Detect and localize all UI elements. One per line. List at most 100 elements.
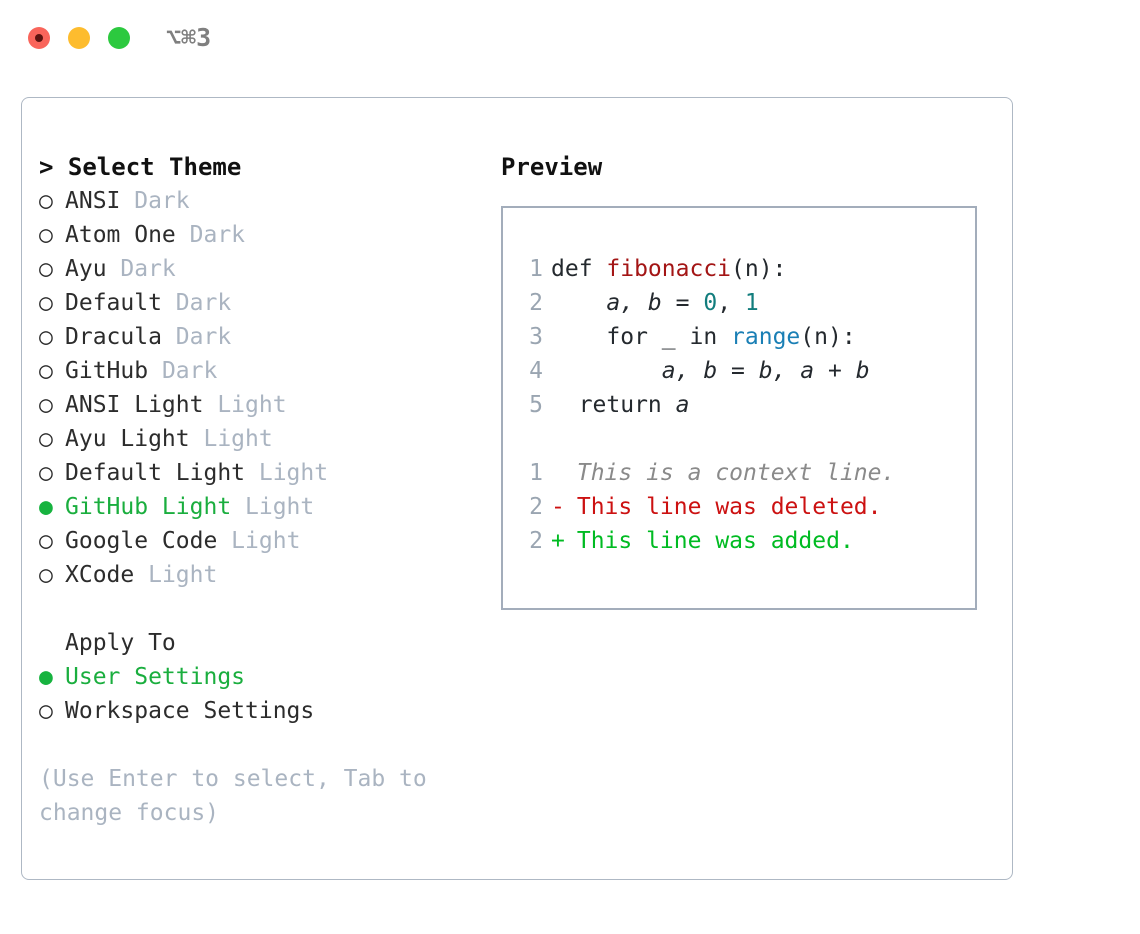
code-diff-spacer [503, 422, 975, 456]
theme-list: ○ANSI Dark○Atom One Dark○Ayu Dark○Defaul… [39, 184, 489, 592]
theme-option-github[interactable]: ○GitHub Dark [39, 354, 489, 388]
theme-option-tag: Light [231, 494, 315, 520]
theme-option-default-light[interactable]: ○ Default Light Light [39, 456, 489, 490]
theme-option-google-code[interactable]: ○ Google Code Light [39, 524, 489, 558]
radio-unselected-icon: ○ [39, 698, 53, 724]
code-token [551, 290, 606, 316]
code-token: def [551, 256, 607, 282]
main-panel: > Select Theme ○ANSI Dark○Atom One Dark○… [21, 97, 1013, 880]
code-token: = [675, 290, 704, 316]
theme-option-label: Default [65, 290, 162, 316]
apply-to-section: Apply To ● User Settings ○ Workspace Settin… [39, 626, 489, 728]
theme-option-tag: Light [245, 460, 329, 486]
select-theme-header: > Select Theme [39, 153, 242, 181]
theme-option-ansi-light[interactable]: ○ANSI Light Light [39, 388, 489, 422]
title-bar: ⌥⌘3 [0, 0, 1140, 78]
theme-option-ansi[interactable]: ○ANSI Dark [39, 184, 489, 218]
code-token: for [551, 324, 662, 350]
code-line-number: 3 [529, 324, 543, 350]
radio-unselected-icon: ○ [39, 528, 53, 554]
theme-option-tag: Light [217, 528, 301, 554]
theme-option-label: XCode [65, 562, 135, 588]
diff-sample: 1 This is a context line.2- This line wa… [503, 456, 975, 558]
diff-text: This is a context line. [563, 460, 896, 486]
theme-option-label: Default Light [65, 460, 246, 486]
theme-option-tag: Light [134, 562, 218, 588]
theme-option-tag: Dark [161, 290, 232, 316]
theme-option-tag: Dark [120, 188, 190, 214]
apply-to-option-user-settings[interactable]: ● User Settings [39, 660, 489, 694]
diff-sign: + [551, 528, 565, 554]
radio-unselected-icon: ○ [39, 392, 53, 418]
code-token: + [827, 358, 856, 384]
diff-sign: - [551, 494, 565, 520]
radio-unselected-icon: ○ [39, 222, 53, 248]
code-token: in [689, 324, 732, 350]
code-line-number: 5 [529, 392, 543, 418]
apply-to-option-workspace-settings[interactable]: ○ Workspace Settings [39, 694, 489, 728]
theme-option-ayu-light[interactable]: ○Ayu Light Light [39, 422, 489, 456]
diff-line: 1 This is a context line. [503, 456, 975, 490]
code-line: 3 for _ in range(n): [503, 320, 975, 354]
theme-option-ayu[interactable]: ○Ayu Dark [39, 252, 489, 286]
radio-selected-icon: ● [39, 494, 53, 520]
theme-option-label: Google Code [65, 528, 218, 554]
code-token: , [717, 290, 745, 316]
theme-option-xcode[interactable]: ○ XCode Light [39, 558, 489, 592]
close-window-button[interactable] [28, 27, 50, 49]
code-line-number: 2 [529, 290, 543, 316]
theme-option-default[interactable]: ○Default Dark [39, 286, 489, 320]
theme-option-label: Ayu [65, 256, 107, 282]
code-line: 4 a, b = b, a + b [503, 354, 975, 388]
theme-picker-column: > Select Theme ○ANSI Dark○Atom One Dark○… [39, 150, 489, 830]
code-line-number: 4 [529, 358, 543, 384]
theme-option-github-light[interactable]: ● GitHub Light Light [39, 490, 489, 524]
diff-line: 2+ This line was added. [503, 524, 975, 558]
code-token: b, a [758, 358, 828, 384]
diff-line-number: 2 [529, 494, 543, 520]
code-token: 1 [744, 290, 759, 316]
code-token: 0 [703, 290, 718, 316]
code-token: a, b [661, 358, 732, 384]
apply-to-option-label: User Settings [65, 664, 246, 690]
code-token: _ [661, 324, 690, 350]
radio-unselected-icon: ○ [39, 460, 53, 486]
maximize-window-button[interactable] [108, 27, 130, 49]
radio-selected-icon: ● [39, 664, 53, 690]
theme-option-label: ANSI [65, 188, 121, 214]
theme-option-atom-one[interactable]: ○Atom One Dark [39, 218, 489, 252]
code-token: fibonacci [606, 256, 732, 282]
keyboard-shortcut-label: ⌥⌘3 [166, 23, 212, 52]
code-token: a [675, 392, 690, 418]
radio-unselected-icon: ○ [39, 256, 53, 282]
keyboard-hint-text: (Use Enter to select, Tab to change focu… [39, 766, 441, 826]
radio-unselected-icon: ○ [39, 562, 53, 588]
diff-sign [551, 456, 563, 490]
theme-option-label: GitHub Light [65, 494, 232, 520]
theme-option-tag: Light [203, 392, 287, 418]
diff-line-number: 1 [529, 460, 543, 486]
code-token: (n): [731, 256, 787, 282]
theme-option-dracula[interactable]: ○Dracula Dark [39, 320, 489, 354]
theme-option-label: GitHub [65, 358, 149, 384]
radio-unselected-icon: ○ [39, 324, 53, 350]
diff-text: This line was deleted. [563, 494, 882, 520]
theme-option-label: Ayu Light [65, 426, 190, 452]
code-token [551, 358, 662, 384]
apply-to-header: Apply To [65, 630, 176, 656]
code-token: range [731, 324, 801, 350]
code-line: 2 a, b = 0, 1 [503, 286, 975, 320]
theme-option-tag: Dark [175, 222, 246, 248]
code-token: = [731, 358, 759, 384]
diff-line-number: 2 [529, 528, 543, 554]
radio-unselected-icon: ○ [39, 358, 53, 384]
theme-option-tag: Light [189, 426, 273, 452]
minimize-window-button[interactable] [68, 27, 90, 49]
code-token: return [551, 392, 676, 418]
diff-line: 2- This line was deleted. [503, 490, 975, 524]
apply-to-option-label: Workspace Settings [65, 698, 315, 724]
